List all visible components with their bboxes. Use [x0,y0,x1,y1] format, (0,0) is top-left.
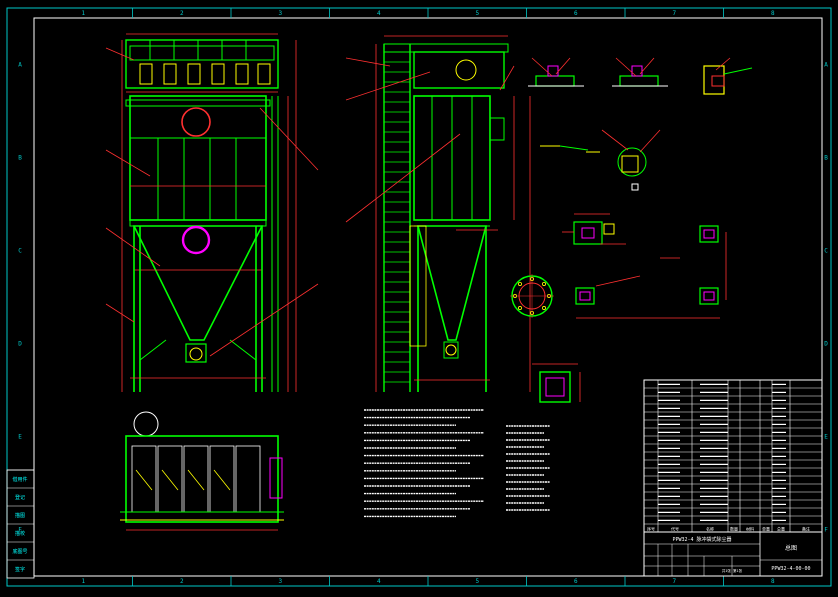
drawing-number: PPW32-4-00-00 [771,566,810,572]
column-marker: 5 [475,10,479,17]
column-marker: 2 [180,10,184,17]
row-marker: B [824,155,828,162]
column-marker: 4 [377,10,381,17]
row-markers: A A B B C C D D E E F F [18,62,828,534]
column-marker: 7 [672,578,676,585]
stamp-label: 描校 [15,530,25,537]
detail-d-d [562,213,626,245]
row-marker: E [824,434,828,441]
bom-header: 序号 [647,525,655,531]
bom-header: 名称 [706,525,714,531]
bom-header: 备注 [802,525,810,531]
detail-sections [510,57,753,403]
detail-c-c [703,57,753,95]
column-marker: 1 [81,10,85,17]
plan-view [120,411,284,531]
total-label: 总图 [785,544,797,552]
bom-header: 代号 [671,525,679,531]
row-marker: B [18,155,22,162]
column-marker: 1 [81,578,85,585]
row-marker: E [18,434,22,441]
column-marker: 7 [672,10,676,17]
bom-header: 单重 [762,525,770,531]
column-markers: 1 1 2 2 3 3 4 4 5 5 6 6 7 7 8 8 [81,8,775,586]
bom-header: 数量 [730,525,738,531]
row-marker: D [824,341,828,348]
stamp-label: 签字 [15,566,25,573]
stamp-label: 登记 [15,494,25,501]
sheet-label: 共1张 第1张 [722,568,743,573]
column-marker: 2 [180,578,184,585]
row-marker: A [18,62,22,69]
drawing-title: PPW32-4 脉冲袋式除尘器 [672,536,731,543]
column-marker: 5 [475,578,479,585]
column-marker: 6 [574,10,578,17]
row-marker: D [18,341,22,348]
column-marker: 6 [574,578,578,585]
front-view [105,33,319,392]
technical-notes [364,409,484,518]
stamp-label: 描图 [15,512,25,519]
row-marker: F [18,527,22,534]
bom-header: 材料 [746,525,754,531]
square-flange [532,363,581,403]
anchor-bolt-plan [575,225,727,319]
column-marker: 8 [771,10,775,17]
row-marker: F [824,527,828,534]
stamp-label: 底图号 [12,548,27,555]
technical-parameters [506,425,550,511]
column-marker: 8 [771,578,775,585]
row-marker: C [824,248,828,255]
detail-weld [540,129,661,191]
detail-a-a [528,57,584,87]
stamp-label: 借用件 [12,476,27,483]
row-marker: C [18,248,22,255]
detail-b-b [612,57,668,87]
drawing-frame: 1 1 2 2 3 3 4 4 5 5 6 6 7 7 8 8 A A B B C C D D E E F F [6,7,832,587]
side-view [345,35,531,392]
flange-detail [510,274,554,318]
title-block: PPW32-4 脉冲袋式除尘器 总图 PPW32-4-00-00 共1张 第1张 [643,531,823,577]
column-marker: 3 [278,578,282,585]
bom-header: 总重 [777,525,785,531]
column-marker: 3 [278,10,282,17]
column-marker: 4 [377,578,381,585]
row-marker: A [824,62,828,69]
bom-table: 序号 代号 名称 数量 材料 单重 总重 备注 [643,379,823,533]
